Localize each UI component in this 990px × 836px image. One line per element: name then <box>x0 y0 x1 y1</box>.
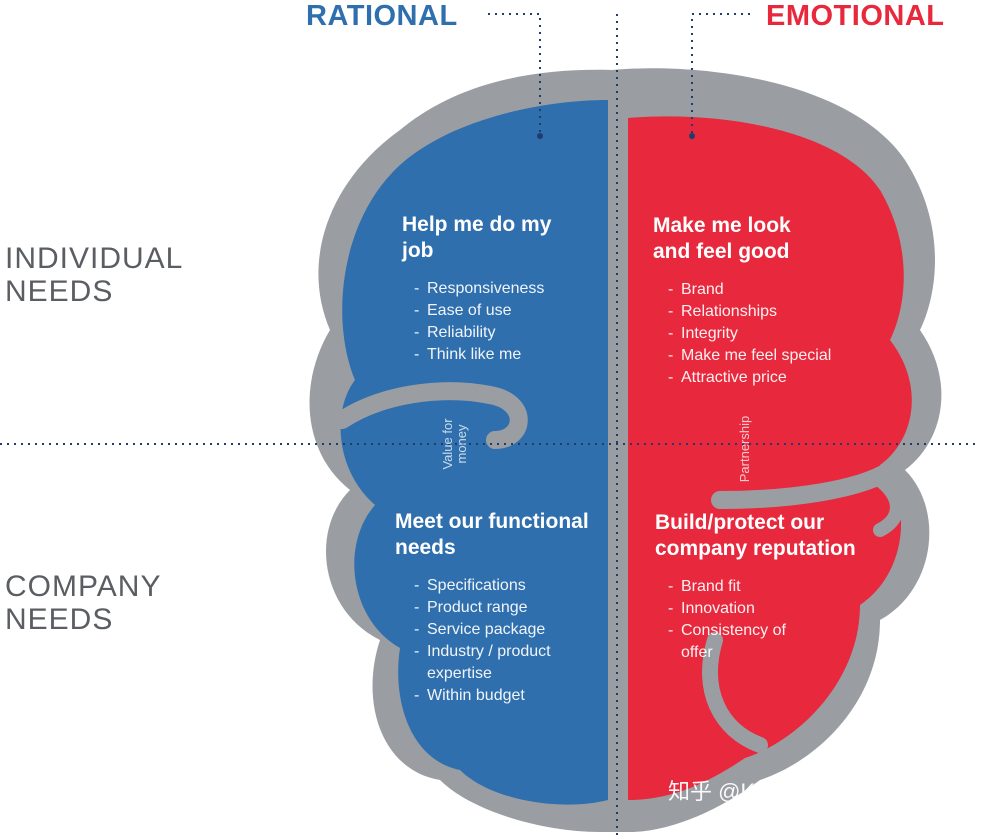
list-item: Consistency of offer <box>666 620 786 664</box>
quadrant-rational-individual: Help me do my job Responsiveness Ease of… <box>402 212 552 366</box>
list-item: Responsiveness <box>412 278 552 300</box>
rational-leader <box>488 13 541 136</box>
list-item: Think like me <box>412 344 552 366</box>
list-item: Industry / product expertise <box>412 641 592 685</box>
quadrant-list: Brand fit Innovation Consistency of offe… <box>666 576 786 664</box>
quadrant-list: Responsiveness Ease of use Reliability T… <box>412 278 552 366</box>
quadrant-emotional-company: Build/protect our company reputation Bra… <box>655 510 900 664</box>
company-needs-label: COMPANY NEEDS <box>5 570 162 636</box>
list-item: Integrity <box>666 323 833 345</box>
quadrant-title: Make me look and feel good <box>653 214 791 263</box>
quadrant-title: Help me do my job <box>402 213 552 262</box>
quadrant-rational-company: Meet our functional needs Specifications… <box>395 509 600 707</box>
quadrant-emotional-individual: Make me look and feel good Brand Relatio… <box>653 213 833 389</box>
quadrant-list: Brand Relationships Integrity Make me fe… <box>666 279 833 389</box>
rational-header: RATIONAL <box>306 0 458 32</box>
individual-needs-label: INDIVIDUAL NEEDS <box>5 242 184 308</box>
list-item: Within budget <box>412 685 592 707</box>
emotional-leader-dot <box>689 133 695 139</box>
emotional-header: EMOTIONAL <box>766 0 945 32</box>
list-item: Relationships <box>666 301 833 323</box>
partnership-label: Partnership <box>737 415 752 483</box>
emotional-fold-right <box>873 473 904 537</box>
quadrant-title: Build/protect our company reputation <box>655 511 856 560</box>
quadrant-list: Specifications Product range Service pac… <box>412 575 592 707</box>
value-for-money-label: Value for money <box>440 418 469 470</box>
quadrant-title: Meet our functional needs <box>395 510 589 559</box>
list-item: Service package <box>412 619 592 641</box>
list-item: Specifications <box>412 575 592 597</box>
watermark-text: 知乎 @Kenny出海推广 <box>668 779 891 804</box>
emotional-leader <box>691 13 750 136</box>
list-item: Brand <box>666 279 833 301</box>
list-item: Innovation <box>666 598 786 620</box>
list-item: Brand fit <box>666 576 786 598</box>
rational-fold <box>333 382 528 449</box>
list-item: Product range <box>412 597 592 619</box>
list-item: Reliability <box>412 322 552 344</box>
list-item: Make me feel special <box>666 345 833 367</box>
rational-leader-dot <box>537 133 543 139</box>
list-item: Ease of use <box>412 300 552 322</box>
list-item: Attractive price <box>666 367 833 389</box>
